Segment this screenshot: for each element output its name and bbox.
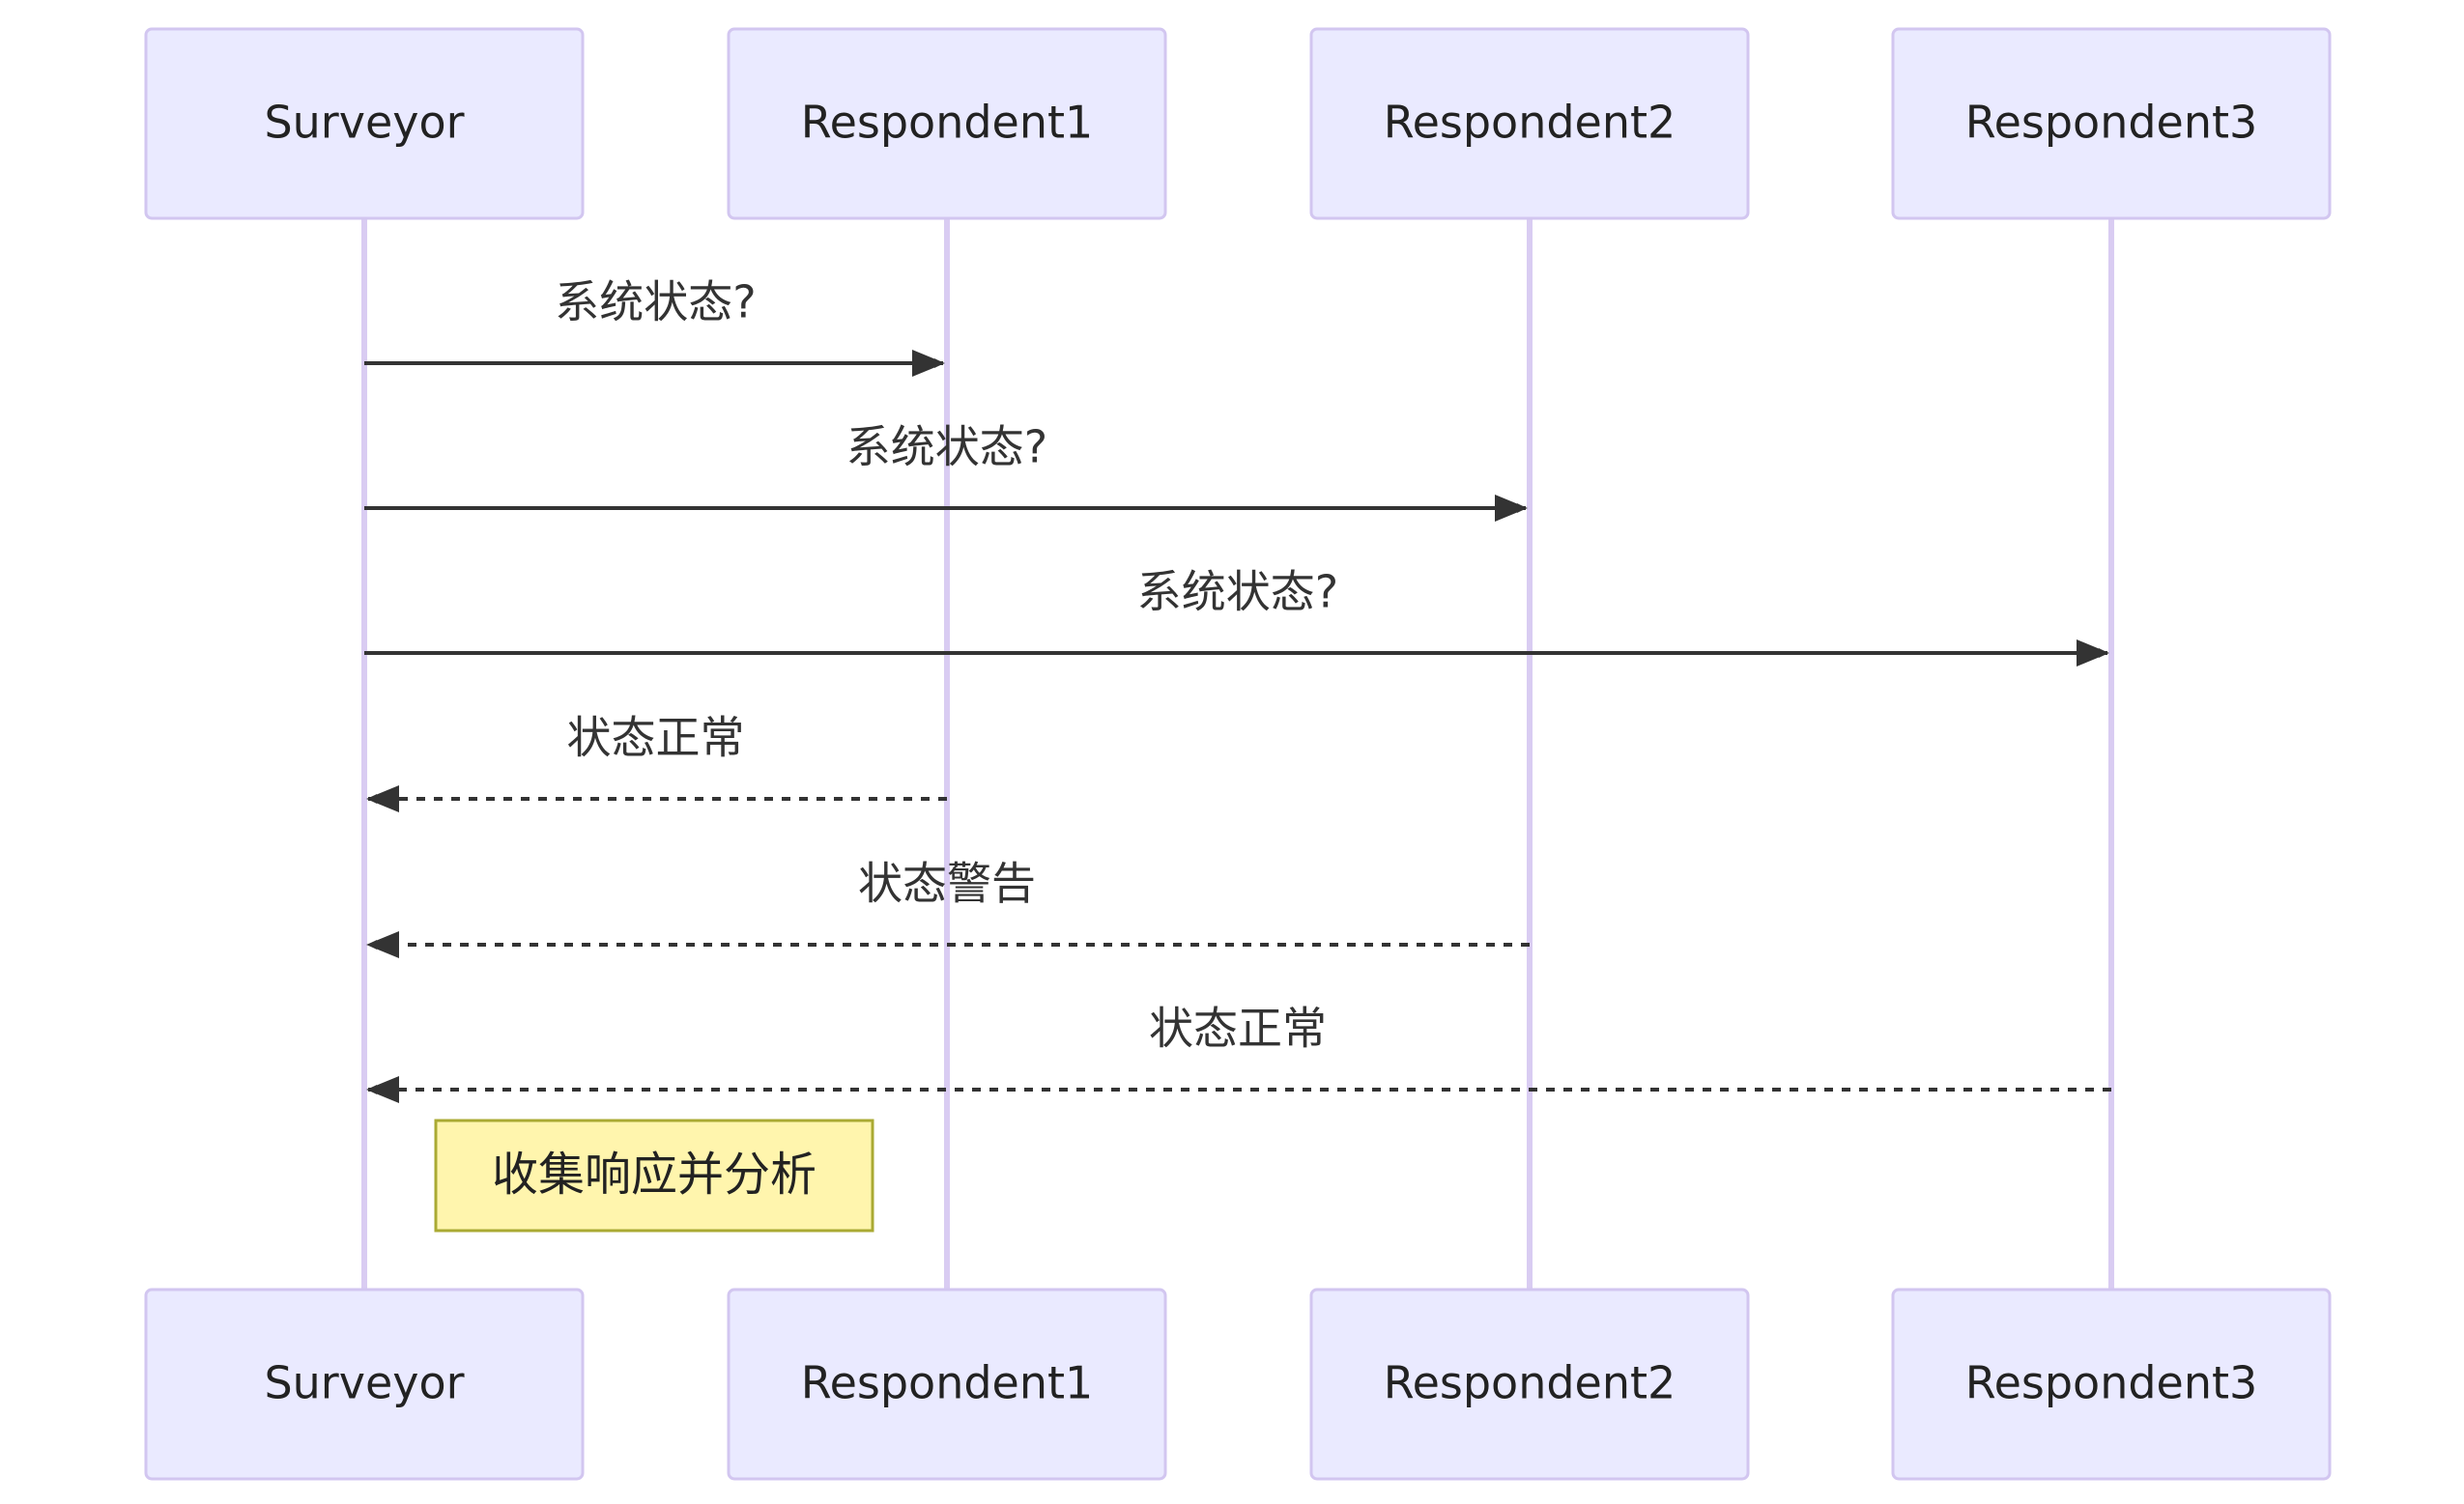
actor-box bbox=[1309, 27, 1750, 220]
actor-respondent1-top: Respondent1 bbox=[727, 27, 1167, 220]
message-5: 状态警告 bbox=[366, 858, 1530, 958]
note: 收集响应并分析 bbox=[434, 1119, 874, 1233]
actor-box bbox=[144, 27, 585, 220]
actor-box bbox=[727, 1288, 1167, 1481]
actor-surveyor-bottom: Surveyor bbox=[144, 1288, 585, 1481]
arrowhead-icon bbox=[2077, 639, 2109, 667]
message-2: 系统状态? bbox=[364, 421, 1528, 522]
actor-label: Surveyor bbox=[264, 97, 464, 149]
actor-respondent3-bottom: Respondent3 bbox=[1891, 1288, 2332, 1481]
note-box bbox=[434, 1119, 874, 1233]
actor-respondent3-top: Respondent3 bbox=[1891, 27, 2332, 220]
actor-label: Respondent3 bbox=[1965, 97, 2258, 149]
actor-box bbox=[144, 1288, 585, 1481]
actor-box bbox=[1309, 1288, 1750, 1481]
actor-label: Respondent3 bbox=[1965, 1357, 2258, 1409]
actor-respondent2-top: Respondent2 bbox=[1309, 27, 1750, 220]
arrowhead-icon bbox=[1495, 495, 1528, 522]
message-label: 状态正常 bbox=[1149, 1003, 1327, 1055]
actor-label: Surveyor bbox=[264, 1357, 464, 1409]
actor-label: Respondent1 bbox=[801, 1357, 1094, 1409]
message-6: 状态正常 bbox=[366, 1003, 2111, 1103]
actors-bottom: Surveyor Respondent1 Respondent2 Respondent… bbox=[144, 1288, 2332, 1481]
message-label: 系统状态? bbox=[1137, 566, 1338, 618]
message-label: 系统状态? bbox=[555, 276, 756, 328]
arrowhead-icon bbox=[366, 785, 399, 812]
message-label: 系统状态? bbox=[846, 421, 1047, 473]
actor-label: Respondent2 bbox=[1384, 97, 1676, 149]
note-text: 收集响应并分析 bbox=[492, 1148, 817, 1202]
message-label: 状态警告 bbox=[858, 858, 1036, 910]
actor-box bbox=[727, 27, 1167, 220]
actor-respondent1-bottom: Respondent1 bbox=[727, 1288, 1167, 1481]
actors-top: Surveyor Respondent1 Respondent2 Respondent… bbox=[144, 27, 2332, 220]
arrowhead-icon bbox=[366, 931, 399, 958]
message-4: 状态正常 bbox=[366, 712, 947, 812]
actor-label: Respondent2 bbox=[1384, 1357, 1676, 1409]
message-3: 系统状态? bbox=[364, 566, 2109, 667]
message-label: 状态正常 bbox=[567, 712, 745, 764]
lifelines bbox=[361, 218, 2114, 1290]
actor-respondent2-bottom: Respondent2 bbox=[1309, 1288, 1750, 1481]
actor-surveyor-top: Surveyor bbox=[144, 27, 585, 220]
actor-box bbox=[1891, 1288, 2332, 1481]
arrowhead-icon bbox=[366, 1076, 399, 1103]
actor-label: Respondent1 bbox=[801, 97, 1094, 149]
message-1: 系统状态? bbox=[364, 276, 945, 377]
actor-box bbox=[1891, 27, 2332, 220]
arrowhead-icon bbox=[912, 350, 945, 377]
